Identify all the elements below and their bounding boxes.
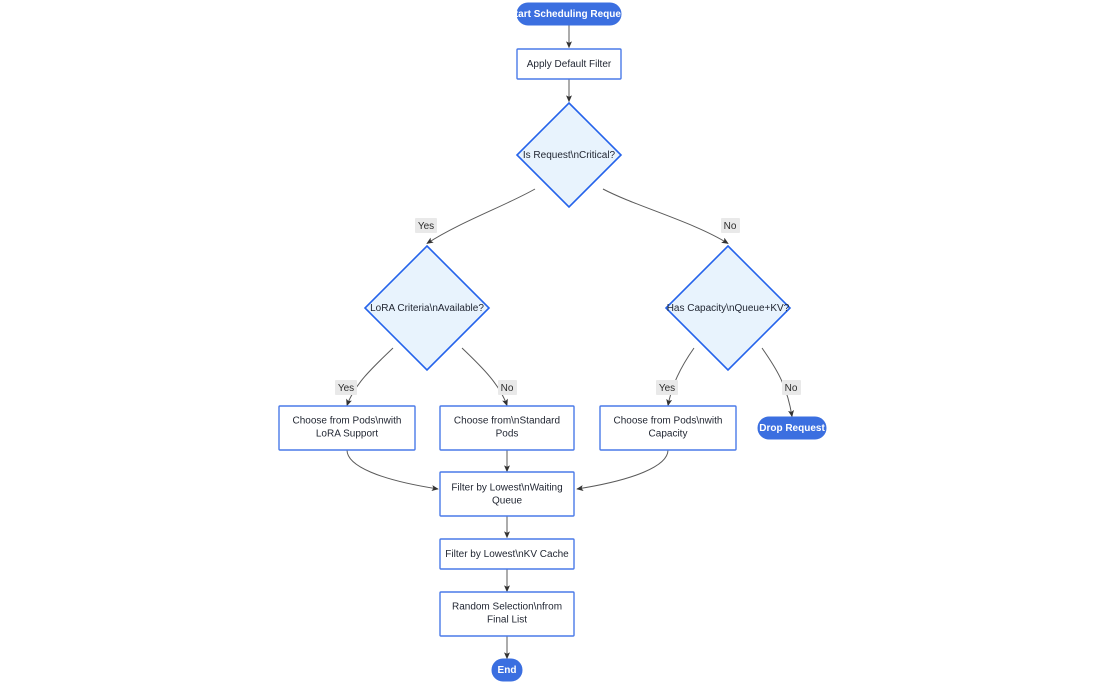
edge-critical-no-to-has-capacity	[602, 188, 729, 244]
edge-label-capacity-no: No	[782, 380, 801, 395]
edge-critical-yes-to-lora-criteria	[426, 188, 536, 244]
edge-label-lora-no: No	[498, 380, 517, 395]
node-lora-criteria-available[interactable]: LoRA Criteria\nAvailable?	[363, 244, 491, 372]
edge-label-text: No	[724, 221, 737, 232]
node-is-request-critical[interactable]: Is Request\nCritical?	[515, 101, 623, 209]
node-apply-default-filter[interactable]: Apply Default Filter	[516, 48, 622, 80]
node-choose-capacity-pods-label-line1: Choose from Pods\nwith	[614, 416, 723, 427]
node-random-selection-shape[interactable]	[439, 591, 575, 637]
edge-lora-yes-to-choose-lora-pods	[346, 347, 394, 407]
node-random-selection-label-line1: Random Selection\nfrom	[452, 602, 562, 613]
node-end[interactable]: End	[491, 658, 523, 682]
node-start-label: Start Scheduling Request	[508, 9, 630, 20]
node-choose-lora-pods-label-line1: Choose from Pods\nwith	[293, 416, 402, 427]
edge-label-critical-yes: Yes	[415, 218, 437, 233]
node-choose-capacity-pods-label-line2: Capacity	[649, 429, 688, 440]
node-choose-capacity-pods[interactable]: Choose from Pods\nwith Capacity	[599, 405, 737, 451]
node-choose-lora-pods[interactable]: Choose from Pods\nwith LoRA Support	[278, 405, 416, 451]
node-has-capacity-shape[interactable]	[664, 244, 792, 372]
edge-layer	[346, 25, 794, 660]
edge-label-lora-yes: Yes	[335, 380, 357, 395]
node-end-shape[interactable]	[491, 658, 523, 682]
node-is-request-critical-shape[interactable]	[515, 101, 623, 209]
node-lora-criteria-available-shape[interactable]	[363, 244, 491, 372]
node-filter-waiting-queue-label-line2: Queue	[492, 496, 522, 507]
node-filter-kv-cache[interactable]: Filter by Lowest\nKV Cache	[439, 538, 575, 570]
edge-label-text: Yes	[418, 221, 434, 232]
node-has-capacity-label: Has Capacity\nQueue+KV?	[667, 303, 790, 314]
edge-capacity-no-to-drop-request	[761, 347, 794, 418]
edge-lora-no-to-choose-standard-pods	[461, 347, 508, 407]
node-filter-waiting-queue-shape[interactable]	[439, 471, 575, 517]
edge-label-layer: Yes No Yes No Yes No	[335, 218, 801, 395]
edge-capacity-yes-to-choose-capacity-pods	[666, 347, 695, 407]
node-choose-standard-pods-label-line2: Pods	[496, 429, 519, 440]
node-choose-lora-pods-shape[interactable]	[278, 405, 416, 451]
node-start-shape[interactable]	[516, 2, 622, 26]
edge-label-text: No	[501, 383, 514, 394]
node-has-capacity[interactable]: Has Capacity\nQueue+KV?	[664, 244, 792, 372]
edge-label-text: No	[785, 383, 798, 394]
node-choose-standard-pods[interactable]: Choose from\nStandard Pods	[439, 405, 575, 451]
node-filter-kv-cache-label: Filter by Lowest\nKV Cache	[445, 549, 569, 560]
node-random-selection[interactable]: Random Selection\nfrom Final List	[439, 591, 575, 637]
node-layer: Start Scheduling Request Apply Default F…	[278, 2, 827, 682]
node-apply-default-filter-label: Apply Default Filter	[527, 59, 612, 70]
node-is-request-critical-label: Is Request\nCritical?	[523, 150, 616, 161]
edge-label-text: Yes	[659, 383, 675, 394]
node-choose-lora-pods-label-line2: LoRA Support	[316, 429, 378, 440]
edge-label-text: Yes	[338, 383, 354, 394]
edge-choose-lora-pods-to-filter-waiting-queue	[346, 449, 439, 492]
edge-label-capacity-yes: Yes	[656, 380, 678, 395]
node-filter-kv-cache-shape[interactable]	[439, 538, 575, 570]
edge-label-critical-no: No	[721, 218, 740, 233]
node-filter-waiting-queue-label-line1: Filter by Lowest\nWaiting	[451, 483, 562, 494]
edge-choose-capacity-pods-to-filter-waiting-queue	[576, 449, 669, 491]
node-drop-request-label: Drop Request	[759, 423, 825, 434]
node-choose-standard-pods-label-line1: Choose from\nStandard	[454, 416, 560, 427]
node-apply-default-filter-shape[interactable]	[516, 48, 622, 80]
node-lora-criteria-available-label: LoRA Criteria\nAvailable?	[370, 303, 484, 314]
node-choose-capacity-pods-shape[interactable]	[599, 405, 737, 451]
node-random-selection-label-line2: Final List	[487, 615, 527, 626]
node-drop-request[interactable]: Drop Request	[757, 416, 827, 440]
node-drop-request-shape[interactable]	[757, 416, 827, 440]
node-end-label: End	[498, 665, 517, 676]
node-filter-waiting-queue[interactable]: Filter by Lowest\nWaiting Queue	[439, 471, 575, 517]
node-start[interactable]: Start Scheduling Request	[508, 2, 631, 26]
node-choose-standard-pods-shape[interactable]	[439, 405, 575, 451]
